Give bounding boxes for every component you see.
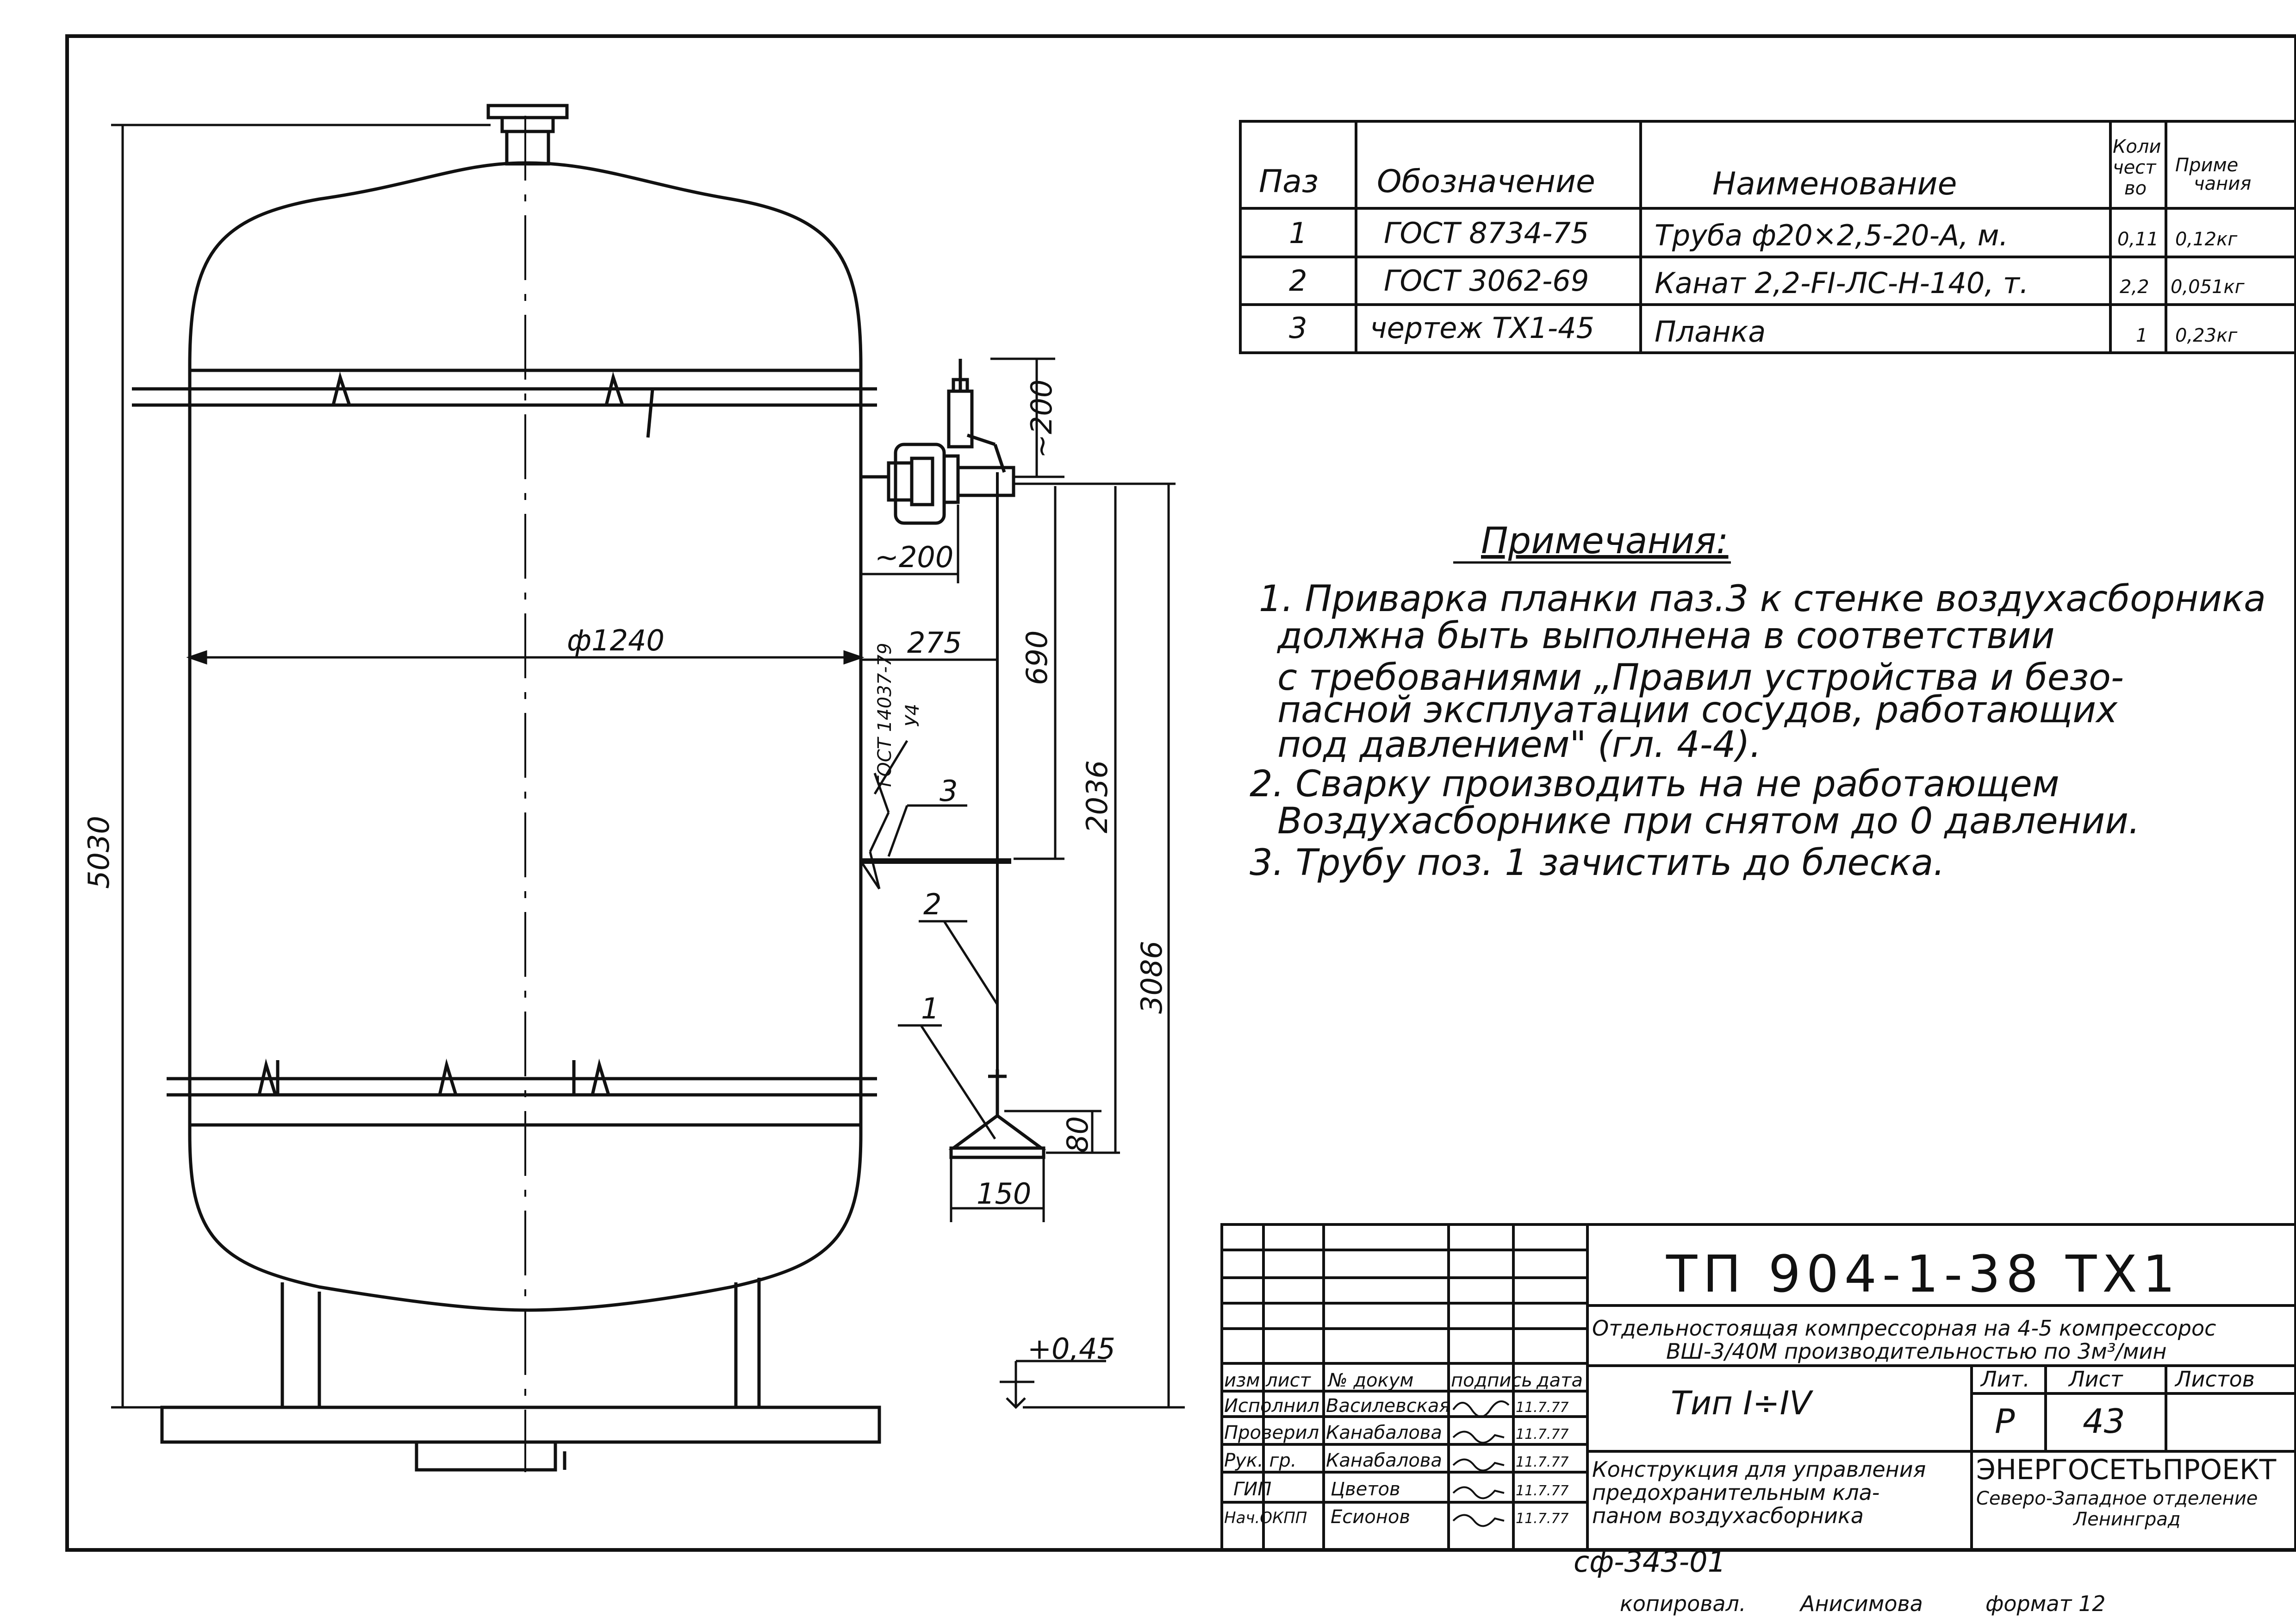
role-5-name: Есионов (1331, 1506, 1410, 1528)
row-2-note: 0,051кг (2171, 276, 2245, 298)
dim-275: 275 (907, 626, 962, 660)
signatures (1452, 1400, 1510, 1527)
row-1-pos: 1 (1289, 216, 1307, 250)
role-3: Рук. гр. (1224, 1450, 1297, 1471)
elevation-mark: +0,45 (1027, 1332, 1115, 1366)
role-4: ГИП (1233, 1479, 1271, 1500)
org-branch: Северо-Западное отделение (1976, 1488, 2258, 1509)
lit-value: Р (1995, 1402, 2015, 1441)
role-4-date: 11.7.77 (1516, 1483, 1569, 1499)
row-3-designation: чертеж ТХ1-45 (1370, 311, 1594, 345)
note-line-4: пасной эксплуатации сосудов, работающих (1277, 689, 2118, 731)
weld-symbol: ГОСТ 14037-79 (874, 643, 896, 787)
col-date: дата (1536, 1370, 1583, 1391)
row-3-pos: 3 (1289, 311, 1307, 345)
org-name: ЭНЕРГОСЕТЬПРОЕКТ (1976, 1454, 2277, 1486)
row-1-designation: ГОСТ 8734-75 (1384, 216, 1589, 250)
row-1-name: Труба ф20×2,5-20-А, м. (1655, 219, 2008, 252)
note-line-6: 2. Сварку производить на не работающем (1250, 763, 2060, 805)
title-block: ТП 904-1-38 ТХ1 Отдельностоящая компресс… (1220, 1223, 2296, 1551)
footer-copied: копировал. (1620, 1591, 1746, 1616)
note-line-1: 1. Приварка планки паз.3 к стенке воздух… (1259, 578, 2266, 620)
vessel-drawing (132, 104, 881, 1472)
project-line-2: ВШ-3/40М производительностью по 3м³/мин (1666, 1339, 2166, 1364)
th-qty-1: Коли (2113, 136, 2161, 157)
col-doc: № докум (1327, 1370, 1413, 1391)
row-2-name: Канат 2,2-FI-ЛС-Н-140, т. (1655, 266, 2029, 300)
note-line-3: с требованиями „Правил устройства и безо… (1277, 657, 2124, 699)
doc-title-3: паном воздухасборника (1592, 1503, 1864, 1528)
row-1-note: 0,12кг (2175, 229, 2238, 250)
th-note-1: Приме (2175, 155, 2238, 176)
row-3-note: 0,23кг (2175, 325, 2238, 346)
footer-stamp: сф-343-01 (1574, 1545, 1726, 1579)
row-1-qty: 0,11 (2117, 229, 2159, 250)
th-designation: Обозначение (1377, 163, 1595, 200)
footer: сф-343-01 копировал. Анисимова формат 12 (1574, 1545, 2106, 1616)
role-5-date: 11.7.77 (1516, 1511, 1569, 1527)
sheets-label: Листов (2174, 1367, 2255, 1392)
th-note-2: чания (2194, 173, 2251, 194)
col-list: лист (1265, 1370, 1312, 1391)
th-pos: Паз (1259, 163, 1319, 200)
sheet-frame (65, 34, 2296, 1552)
th-qty-3: во (2124, 178, 2147, 199)
dim-diameter: ф1240 (567, 624, 665, 657)
dim-2036: 2036 (1080, 760, 1114, 833)
doc-code: ТП 904-1-38 ТХ1 (1666, 1244, 2181, 1304)
role-4-name: Цветов (1331, 1479, 1400, 1500)
notes-block: Примечания: 1. Приварка планки паз.3 к с… (1250, 520, 2266, 884)
note-line-8: 3. Трубу поз. 1 зачистить до блеска. (1250, 842, 1945, 884)
dimension-texts: 5030 ф1240 ~200 275 ~200 690 2036 3086 8… (82, 380, 1169, 1366)
dim-200-side: ~200 (875, 540, 953, 574)
notes-title: Примечания: (1481, 520, 1728, 562)
role-5: Нач.ОКПП (1224, 1509, 1307, 1527)
leader-3: 3 (940, 774, 958, 808)
project-line-1: Отдельностоящая компрессорная на 4-5 ком… (1592, 1316, 2216, 1341)
role-2: Проверил (1224, 1422, 1319, 1443)
role-2-date: 11.7.77 (1516, 1426, 1569, 1443)
dim-690: 690 (1020, 631, 1054, 685)
doc-title-1: Конструкция для управления (1592, 1457, 1926, 1482)
col-izm: изм (1224, 1370, 1260, 1391)
col-sign: подпись (1451, 1370, 1532, 1391)
type-label: Тип I÷IV (1671, 1384, 1813, 1422)
role-1-date: 11.7.77 (1516, 1399, 1569, 1416)
dim-80: 80 (1061, 1116, 1095, 1153)
dim-3086: 3086 (1135, 941, 1169, 1014)
leader-1: 1 (921, 992, 939, 1025)
row-3-qty: 1 (2136, 325, 2147, 346)
note-line-7: Воздухасборнике при снятом до 0 давлении… (1277, 800, 2140, 842)
sheet-value: 43 (2083, 1402, 2125, 1441)
org-city: Ленинград (2072, 1509, 2181, 1530)
weld-size: У4 (902, 704, 923, 727)
doc-title-2: предохранительным кла- (1592, 1480, 1879, 1505)
role-1: Исполнил (1224, 1395, 1319, 1417)
role-1-name: Василевская (1326, 1395, 1450, 1417)
footer-copier: Анисимова (1799, 1591, 1923, 1616)
row-2-qty: 2,2 (2120, 276, 2149, 298)
lit-label: Лит. (1980, 1367, 2030, 1392)
sheet-label: Лист (2068, 1367, 2123, 1392)
note-line-2: должна быть выполнена в соответствии (1276, 615, 2055, 657)
th-qty-2: чест (2113, 157, 2157, 178)
dimension-lines (111, 124, 1185, 1409)
role-3-date: 11.7.77 (1516, 1454, 1569, 1470)
row-3-name: Планка (1655, 315, 1766, 349)
th-name: Наименование (1712, 166, 1957, 202)
row-2-designation: ГОСТ 3062-69 (1384, 264, 1589, 298)
footer-format: формат 12 (1985, 1591, 2106, 1616)
dim-height: 5030 (82, 816, 116, 889)
role-3-name: Канабалова (1326, 1450, 1442, 1471)
spec-table: Паз Обозначение Наименование Коли чест в… (1239, 120, 2296, 354)
note-line-5: под давлением" (гл. 4-4). (1277, 724, 1761, 766)
role-2-name: Канабалова (1326, 1422, 1442, 1443)
dim-150: 150 (977, 1177, 1031, 1211)
row-2-pos: 2 (1289, 264, 1307, 298)
dim-200-top: ~200 (1025, 380, 1058, 458)
valve-assembly (861, 359, 1046, 1159)
leader-2: 2 (923, 887, 941, 921)
